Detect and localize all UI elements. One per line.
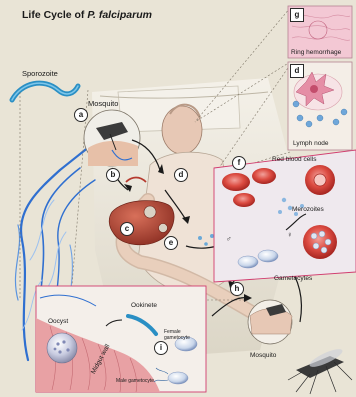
label-red-blood-cells: Red blood cells — [272, 156, 316, 163]
red-blood-cell — [233, 193, 255, 207]
ring-form — [314, 174, 326, 186]
gametocyte-female — [258, 250, 278, 262]
patient-head — [162, 106, 202, 154]
stage-marker-b: b — [106, 168, 120, 182]
schizont-rbc — [303, 225, 337, 259]
label-mosquito-top: Mosquito — [88, 99, 118, 108]
stage-marker-d-inset: d — [290, 64, 304, 78]
stage-marker-c: c — [120, 222, 134, 236]
title-prefix: Life Cycle of — [22, 9, 87, 21]
liver-schizont — [159, 224, 168, 233]
figure-title: Life Cycle of P. falciparum — [22, 9, 152, 21]
stage-marker-a: a — [74, 108, 88, 122]
stage-marker-f: f — [232, 156, 246, 170]
gametocyte-male — [238, 256, 258, 268]
stage-marker-d: d — [174, 168, 188, 182]
stage-marker-e: e — [164, 236, 178, 250]
red-blood-cell — [222, 173, 250, 191]
label-ring-hemorrhage: Ring hemorrhage — [291, 49, 341, 56]
liver-schizont — [144, 206, 156, 218]
label-sporozoite: Sporozoite — [22, 69, 58, 78]
stage-marker-g: g — [290, 8, 304, 22]
label-mosquito-bottom: Mosquito — [250, 352, 276, 359]
label-oocyst: Oocyst — [48, 318, 68, 325]
male-symbol: ♂ — [226, 234, 232, 243]
label-merozoites: Merozoites — [292, 206, 324, 213]
label-ookinete: Ookinete — [131, 302, 157, 309]
title-species: P. falciparum — [87, 9, 152, 21]
label-gametocytes: Gametocytes — [274, 275, 312, 282]
oocyst — [47, 333, 77, 363]
male-gametocyte — [168, 372, 188, 384]
blood-stage-inset — [214, 150, 356, 282]
stage-marker-i: i — [154, 341, 168, 355]
dendritic-nucleus — [310, 85, 318, 93]
red-blood-cell — [252, 168, 276, 184]
stage-marker-h: h — [230, 282, 244, 296]
label-male-gametocyte: Male gametocyte — [116, 378, 156, 384]
female-symbol: ♀ — [287, 230, 293, 239]
label-female-gametocyte: Female gametocyte — [164, 329, 202, 341]
bite-skin — [88, 141, 138, 166]
label-lymph-node: Lymph node — [293, 140, 329, 147]
